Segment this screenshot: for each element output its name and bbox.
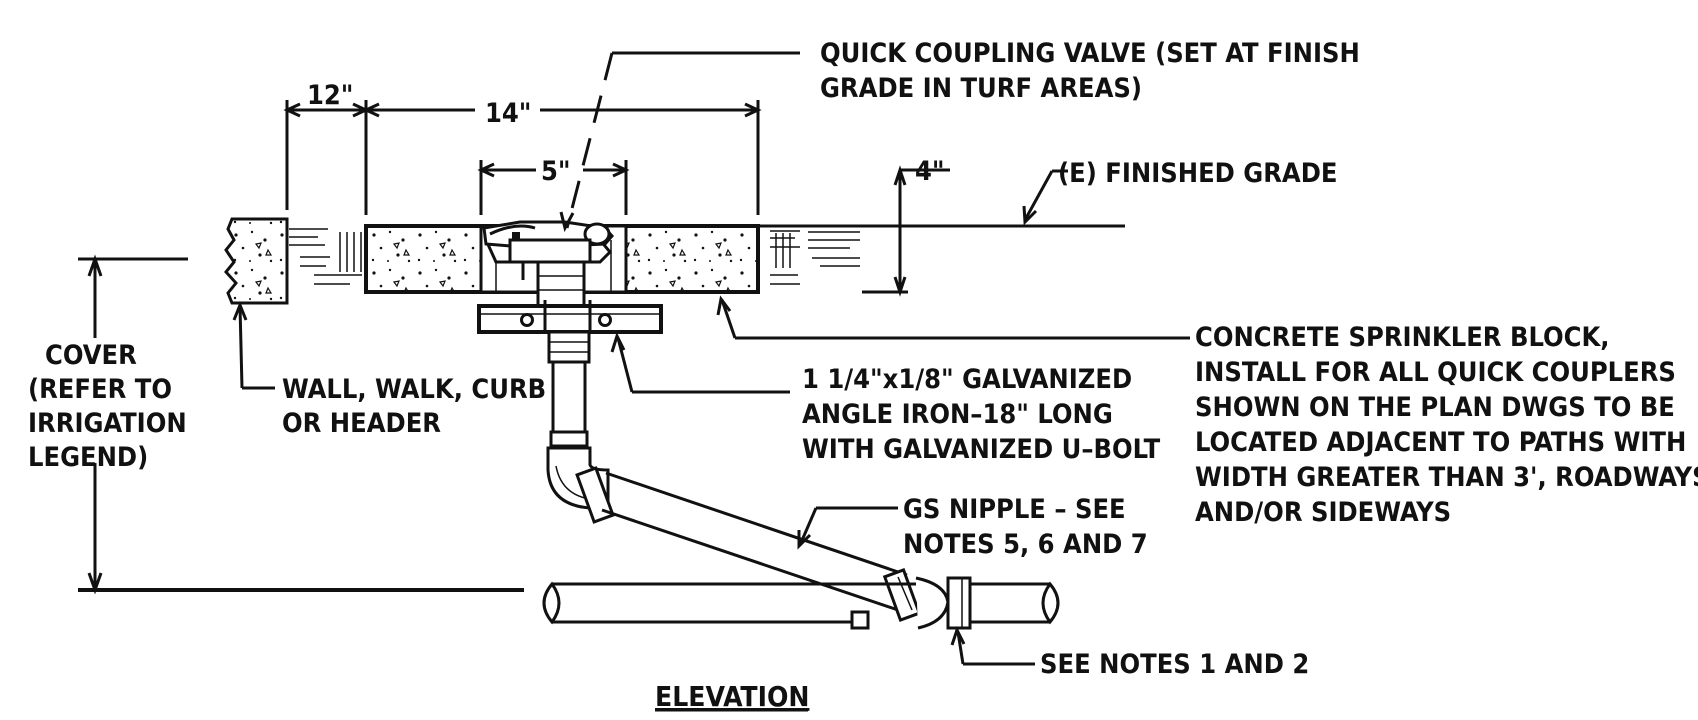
- gs-nipple: [601, 471, 922, 622]
- callout-line: QUICK COUPLING VALVE (SET AT FINISH: [820, 38, 1360, 69]
- callout-line: (REFER TO: [28, 374, 172, 405]
- dimension-5-label: 5": [541, 156, 571, 187]
- gs-nipple-callout: GS NIPPLE – SEE NOTES 5, 6 AND 7: [903, 494, 1148, 560]
- callout-line: GRADE IN TURF AREAS): [820, 73, 1142, 104]
- drawing-title: ELEVATION: [655, 680, 809, 713]
- wall-callout: WALL, WALK, CURB OR HEADER: [282, 374, 546, 439]
- dimension-12-label: 12": [307, 80, 353, 111]
- callout-line: LOCATED ADJACENT TO PATHS WITH: [1195, 427, 1686, 458]
- finished-grade-label: (E) FINISHED GRADE: [1058, 158, 1338, 189]
- callout-line: OR HEADER: [282, 408, 441, 439]
- callout-line: ANGLE IRON–18" LONG: [802, 399, 1113, 430]
- callout-line: 1 1/4"x1/8" GALVANIZED: [802, 364, 1132, 395]
- dimension-14-label: 14": [485, 98, 531, 129]
- callout-line: GS NIPPLE – SEE: [903, 494, 1126, 525]
- dimension-lines: [78, 100, 950, 595]
- soil-hatch-right: [770, 230, 860, 285]
- quick-coupling-valve-callout: QUICK COUPLING VALVE (SET AT FINISH GRAD…: [820, 38, 1360, 104]
- quick-coupling-valve: [482, 220, 614, 309]
- callout-line: INSTALL FOR ALL QUICK COUPLERS: [1195, 357, 1676, 388]
- soil-hatch-left: [289, 228, 362, 285]
- riser-assembly: [546, 330, 615, 524]
- cover-callout: COVER (REFER TO IRRIGATION LEGEND): [28, 340, 187, 473]
- callout-line: WITH GALVANIZED U–BOLT: [802, 434, 1161, 465]
- callout-line: NOTES 5, 6 AND 7: [903, 529, 1148, 560]
- wall-walk-curb: [224, 217, 289, 305]
- angle-iron: [477, 300, 663, 334]
- dimension-4-label: 4": [915, 156, 945, 187]
- concrete-block-callout: CONCRETE SPRINKLER BLOCK, INSTALL FOR AL…: [1195, 322, 1698, 528]
- callout-line: WALL, WALK, CURB: [282, 374, 546, 405]
- main-line-pipe: [542, 576, 1060, 630]
- callout-line: CONCRETE SPRINKLER BLOCK,: [1195, 322, 1610, 353]
- see-notes-label: SEE NOTES 1 AND 2: [1040, 649, 1309, 680]
- callout-line: SHOWN ON THE PLAN DWGS TO BE: [1195, 392, 1675, 423]
- callout-line: WIDTH GREATER THAN 3', ROADWAYS: [1195, 462, 1698, 493]
- callout-line: COVER: [45, 340, 137, 371]
- callout-line: LEGEND): [28, 442, 148, 473]
- leader-lines: [232, 51, 1190, 666]
- callout-line: AND/OR SIDEWAYS: [1195, 497, 1451, 528]
- angle-iron-callout: 1 1/4"x1/8" GALVANIZED ANGLE IRON–18" LO…: [802, 364, 1161, 465]
- callout-line: IRRIGATION: [28, 408, 187, 439]
